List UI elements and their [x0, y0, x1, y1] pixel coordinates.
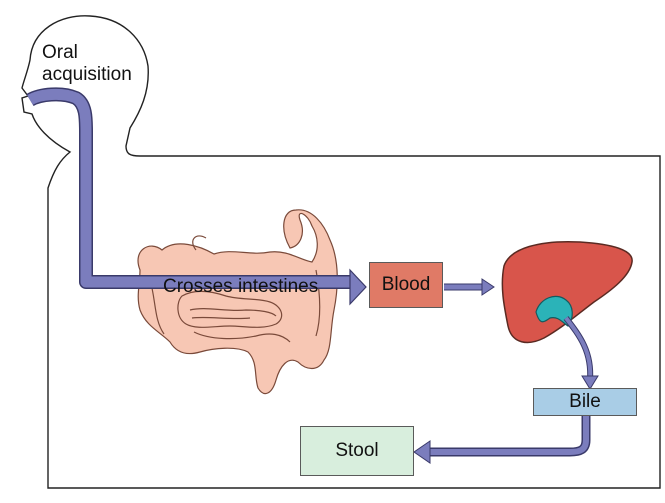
intestines-illustration [137, 209, 338, 395]
liver-illustration [501, 240, 633, 344]
crosses-intestines-label: Crosses intestines [163, 276, 319, 297]
stool-box: Stool [300, 426, 414, 476]
blood-label: Blood [381, 274, 431, 295]
oral-acquisition-label: Oral acquisition [42, 42, 132, 86]
bile-label: Bile [569, 391, 601, 412]
crosses-arrowhead [349, 268, 367, 306]
stool-label: Stool [335, 440, 379, 461]
blood-box: Blood [369, 262, 443, 308]
gallbladder-illustration [535, 295, 573, 327]
oral-label-line2: acquisition [42, 64, 132, 85]
body-outline [21, 15, 661, 489]
oral-label-line1: Oral [42, 42, 78, 63]
bile-box: Bile [533, 388, 637, 416]
